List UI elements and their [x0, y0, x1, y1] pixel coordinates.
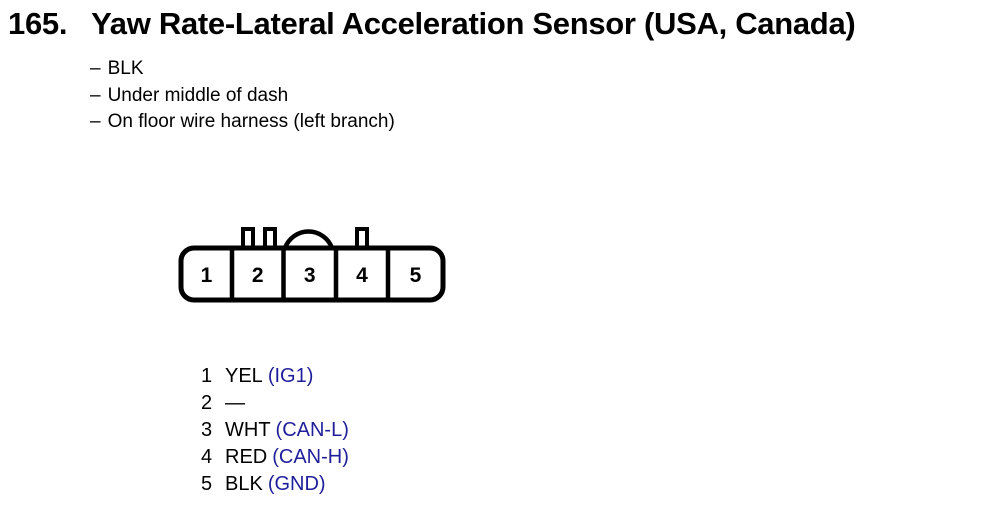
location-notes: –BLK –Under middle of dash –On floor wir… [90, 56, 395, 136]
signal-name: (GND) [267, 473, 326, 495]
pin-number: 1 [201, 365, 213, 387]
note-dash: – [90, 84, 101, 106]
connector-item-number: 165. [8, 6, 68, 41]
cavity-number: 3 [304, 264, 316, 287]
pin-number: 2 [201, 392, 213, 414]
signal-name: (CAN-L) [275, 419, 349, 441]
pinout-row: 2— [201, 390, 349, 417]
note-dash: – [90, 58, 101, 79]
pinout-row: 3 WHT(CAN-L) [201, 417, 349, 444]
wire-color: RED [225, 446, 268, 468]
cavity-number: 4 [356, 264, 368, 287]
pinout-row: 4 RED(CAN-H) [201, 444, 349, 471]
pin-number: 4 [201, 446, 213, 468]
wire-color: — [225, 392, 245, 414]
wire-color: WHT [225, 419, 271, 441]
note-text: On floor wire harness (left branch) [107, 111, 395, 132]
connector-diagram: 1 2 3 4 5 [178, 227, 446, 303]
note-dash: – [90, 111, 101, 132]
alignment-dome-icon [282, 229, 335, 249]
index-tab [263, 227, 277, 250]
cavity-number: 5 [410, 264, 422, 287]
page-title: 165. Yaw Rate-Lateral Acceleration Senso… [8, 6, 856, 42]
cavity-number: 2 [252, 264, 264, 287]
pinout-row: 5 BLK(GND) [201, 471, 349, 498]
pin-number: 5 [201, 473, 213, 495]
note-text: Under middle of dash [107, 84, 289, 106]
note-line: –Under middle of dash [90, 83, 395, 110]
note-line: –BLK [90, 56, 395, 83]
note-text: BLK [107, 58, 144, 79]
connector-title: Yaw Rate-Lateral Acceleration Sensor (US… [91, 6, 856, 41]
signal-name: (CAN-H) [272, 446, 349, 468]
index-tab [241, 227, 255, 250]
wire-color: YEL [225, 365, 263, 387]
note-line: –On floor wire harness (left branch) [90, 109, 395, 136]
pin-number: 3 [201, 419, 213, 441]
index-tab [355, 227, 369, 250]
wire-color: BLK [225, 473, 263, 495]
connector-body [178, 245, 446, 303]
pinout-row: 1 YEL(IG1) [201, 363, 349, 390]
signal-name: (IG1) [267, 365, 314, 387]
cavity-number: 1 [201, 264, 213, 287]
